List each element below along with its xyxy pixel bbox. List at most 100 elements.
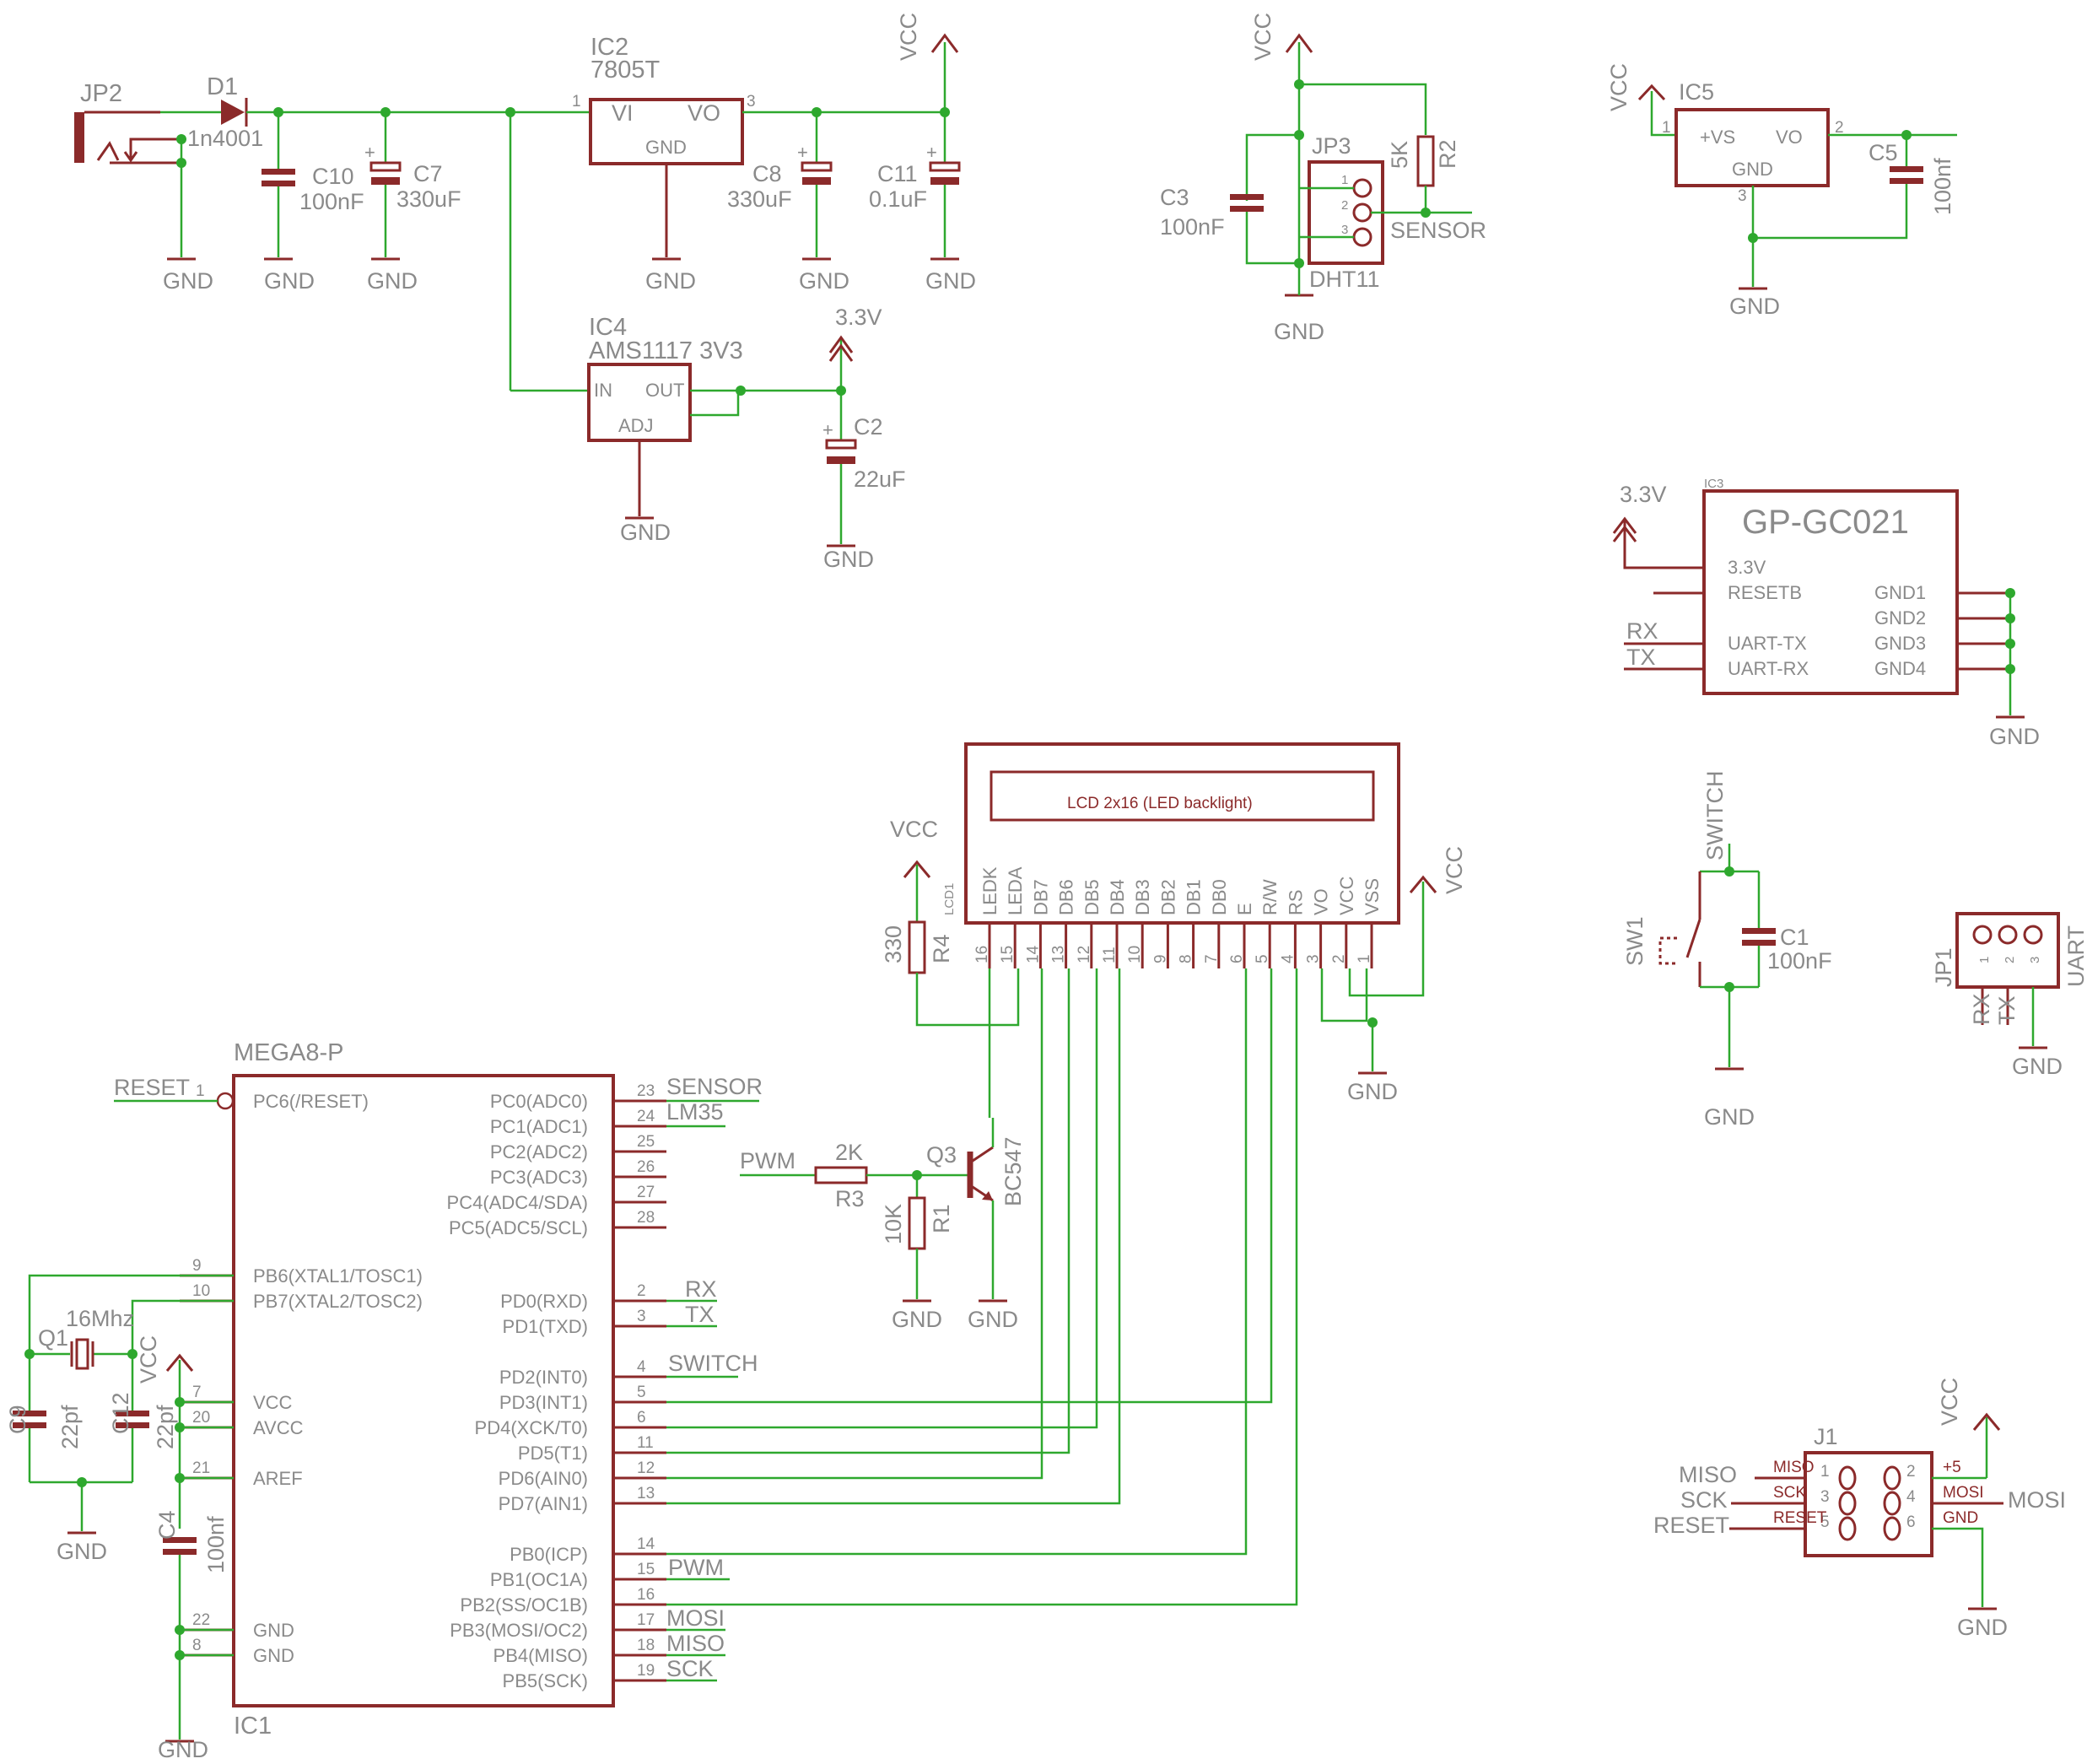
lcd-pin-number: 10: [1126, 946, 1144, 963]
j1-sck-net: SCK: [1680, 1487, 1728, 1513]
c11-label: C11: [877, 161, 918, 186]
mega-right-pin-number: 3: [637, 1308, 646, 1325]
ic3-tx: TX: [1626, 645, 1656, 670]
svg-text:3.3V: 3.3V: [1728, 557, 1766, 578]
ic3-label: IC3: [1704, 477, 1723, 491]
ic5-label: IC5: [1679, 79, 1714, 105]
mega-right-pin-name: PB0(ICP): [510, 1544, 588, 1565]
svg-text:GND3: GND3: [1874, 633, 1926, 654]
svg-text:GND: GND: [1989, 724, 2040, 749]
mega-right-pin-name: PD7(AIN1): [499, 1493, 588, 1514]
ic4-label: IC4: [589, 314, 627, 341]
svg-text:GND: GND: [799, 268, 849, 294]
sensor-label: SENSOR: [1390, 218, 1486, 243]
r4-value: 330: [881, 925, 906, 963]
svg-text:VO: VO: [1776, 127, 1803, 148]
lcd-pin-name: LEDA: [1005, 866, 1026, 915]
c9-value: 22pf: [57, 1405, 83, 1449]
lcd-pin-number: 15: [999, 946, 1017, 963]
jp1-label: JP1: [1931, 947, 1956, 987]
mega-switch: SWITCH: [668, 1351, 758, 1376]
mega-right-pin-name: PB2(SS/OC1B): [460, 1594, 588, 1616]
uart-label: UART: [2063, 925, 2087, 987]
svg-text:VCC: VCC: [136, 1335, 161, 1384]
lcd-pin-number: 16: [973, 946, 991, 963]
mega-lm35: LM35: [666, 1099, 724, 1125]
mega-right-pin-number: 25: [637, 1133, 655, 1151]
c11-value: 0.1uF: [869, 186, 927, 212]
svg-text:GND: GND: [2012, 1054, 2063, 1079]
gnd-c7: GND: [367, 268, 418, 294]
lcd-pin-name: DB6: [1056, 879, 1077, 915]
mega-sensor: SENSOR: [666, 1074, 763, 1099]
d1-diode: [221, 100, 245, 125]
c3-value: 100nF: [1160, 214, 1225, 240]
mega-right-pin-name: PB1(OC1A): [490, 1569, 588, 1590]
ic3-section: 3.3V IC3 GP-GC021 3.3V RESETB UART-TX UA…: [1612, 477, 2040, 749]
svg-text:2: 2: [1341, 198, 1348, 213]
svg-text:3: 3: [2028, 957, 2042, 963]
lcd-pin-name: DB7: [1030, 879, 1051, 915]
lcd-section: LCD 2x16 (LED backlight) LCD1 LEDK16LEDA…: [881, 742, 1467, 1118]
jp2-label: JP2: [80, 80, 122, 107]
lcd-pin-number: 13: [1050, 946, 1068, 963]
ic3-title: GP-GC021: [1742, 504, 1909, 541]
r1-value: 10K: [881, 1204, 906, 1244]
mega-right-pin-name: PD6(AIN0): [499, 1468, 588, 1489]
svg-text:3.3V: 3.3V: [1620, 482, 1667, 507]
svg-text:GND: GND: [1704, 1104, 1755, 1130]
mega-left-pin-name: PC6(/RESET): [253, 1091, 369, 1112]
lcd-title: LCD 2x16 (LED backlight): [1067, 795, 1253, 812]
c12-value: 22pf: [153, 1405, 178, 1449]
c12-label: C12: [108, 1392, 133, 1434]
lcd-pin-number: 3: [1305, 954, 1323, 963]
ic3-rx: RX: [1626, 618, 1658, 644]
mega-right-pin-name: PB4(MISO): [493, 1645, 588, 1666]
mega-right-pin-number: 5: [637, 1384, 646, 1401]
svg-text:GND: GND: [158, 1737, 208, 1762]
mega-pwm: PWM: [668, 1555, 724, 1580]
r2-label: R2: [1435, 139, 1460, 169]
svg-text:UART-TX: UART-TX: [1728, 633, 1807, 654]
svg-text:1: 1: [1662, 119, 1671, 137]
mega-right-pin-number: 27: [637, 1184, 655, 1201]
svg-text:3: 3: [1341, 223, 1348, 237]
svg-text:6: 6: [1906, 1513, 1916, 1531]
jp2-jack: [74, 112, 84, 163]
mega-right-pin-number: 13: [637, 1485, 655, 1502]
lcd-pin-name: E: [1234, 903, 1255, 915]
svg-text:VCC: VCC: [890, 817, 938, 842]
d1-label: D1: [207, 73, 238, 100]
svg-text:+: +: [364, 142, 375, 163]
svg-text:3: 3: [747, 93, 756, 111]
j1-mosi-pin: MOSI: [1943, 1484, 1984, 1502]
q1-value: 16Mhz: [66, 1306, 134, 1331]
svg-text:VI: VI: [612, 100, 634, 126]
mega-right-pin-number: 16: [637, 1586, 655, 1604]
dht11-label: DHT11: [1309, 267, 1380, 292]
mega-right-pin-number: 19: [637, 1662, 655, 1680]
ic2-value: 7805T: [591, 57, 661, 84]
lcd-pin-name: DB3: [1132, 879, 1153, 915]
svg-text:VCC: VCC: [1606, 63, 1631, 111]
lcd-pin-name: VCC: [1336, 876, 1357, 915]
mega-right-pin-number: 11: [637, 1434, 654, 1452]
mega-right-pin-name: PC4(ADC4/SDA): [447, 1192, 588, 1213]
c1-label: C1: [1780, 925, 1809, 950]
svg-text:GND: GND: [1957, 1615, 2008, 1640]
mega-right-pin-name: PC1(ADC1): [490, 1116, 588, 1137]
mega8-section: MEGA8-P IC1 PC6(/RESET)1PB6(XTAL1/TOSC1)…: [5, 1039, 763, 1762]
ic4-value: AMS1117 3V3: [589, 337, 743, 364]
svg-text:2: 2: [1835, 119, 1844, 137]
mega-right-pin-number: 17: [637, 1611, 655, 1629]
svg-text:GND: GND: [823, 547, 874, 572]
lcd-pin-number: 7: [1203, 954, 1221, 963]
svg-text:RESETB: RESETB: [1728, 582, 1802, 603]
svg-text:2: 2: [2003, 957, 2017, 963]
c9-label: C9: [5, 1405, 30, 1434]
lcd-pin-name: DB2: [1157, 879, 1178, 915]
mega-left-pin-number: 22: [192, 1611, 210, 1629]
mega-right-pin-number: 4: [637, 1358, 646, 1376]
c3-label: C3: [1160, 185, 1189, 210]
mega-left-pin-name: AVCC: [253, 1417, 304, 1438]
